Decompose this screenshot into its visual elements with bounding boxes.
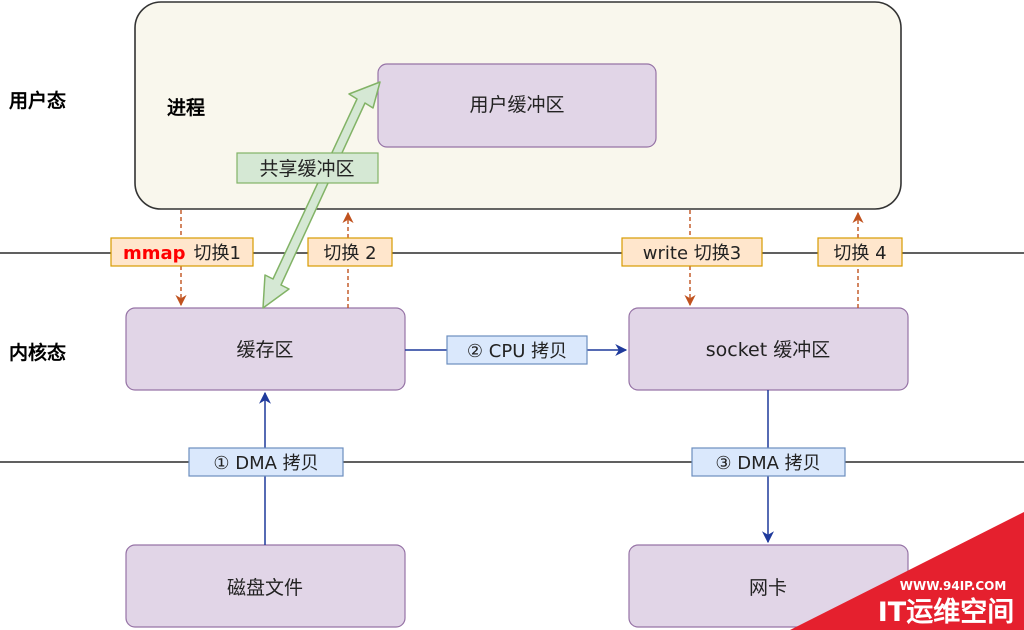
cpu-copy-label: ② CPU 拷贝 bbox=[467, 341, 567, 362]
user-buffer-label: 用户缓冲区 bbox=[469, 94, 564, 116]
process-label: 进程 bbox=[167, 97, 205, 119]
watermark-url: WWW.94IP.COM bbox=[900, 579, 1007, 593]
nic-label: 网卡 bbox=[749, 577, 787, 599]
watermark-brand: IT运维空间 bbox=[878, 596, 1014, 628]
switch2-label: 切换 2 bbox=[323, 243, 376, 264]
switch3-tag bbox=[621, 237, 763, 267]
switch4-tag bbox=[817, 237, 903, 267]
shared-buffer-tag bbox=[236, 152, 379, 184]
mmap-keyword: mmap bbox=[123, 243, 186, 264]
watermark-triangle bbox=[790, 512, 1024, 630]
shared-buffer-double-arrow bbox=[262, 81, 381, 309]
socket-buffer-label: socket 缓冲区 bbox=[706, 339, 830, 361]
disk-file-label: 磁盘文件 bbox=[227, 577, 303, 599]
switch1-text: mmap 切换1 bbox=[123, 243, 241, 264]
shared-buffer-label: 共享缓冲区 bbox=[259, 158, 354, 180]
switch1-tag bbox=[110, 237, 254, 267]
dma-copy3-tag bbox=[691, 447, 846, 477]
cpu-copy-tag bbox=[446, 335, 588, 365]
switch2-tag bbox=[307, 237, 393, 267]
switch3-label: write 切换3 bbox=[643, 243, 741, 264]
kernel-space-label: 内核态 bbox=[9, 341, 66, 364]
dma-copy3-label: ③ DMA 拷贝 bbox=[715, 453, 820, 474]
dma-copy1-tag bbox=[188, 447, 344, 477]
dma-copy1-label: ① DMA 拷贝 bbox=[213, 453, 318, 474]
switch4-label: 切换 4 bbox=[833, 243, 886, 264]
cache-label: 缓存区 bbox=[236, 339, 293, 361]
user-space-label: 用户态 bbox=[9, 89, 66, 112]
switch1-label: 切换1 bbox=[194, 243, 241, 264]
cache-box bbox=[125, 307, 406, 391]
user-buffer-box bbox=[377, 63, 657, 148]
